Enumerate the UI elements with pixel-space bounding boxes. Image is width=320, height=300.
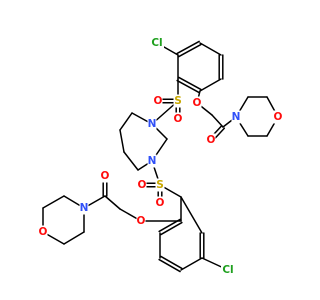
atom-label-background bbox=[150, 36, 164, 50]
atom-n_m2: N bbox=[79, 201, 89, 215]
bond-rb2-rb3-1 bbox=[160, 221, 183, 236]
atom-o_e2: O bbox=[136, 214, 146, 228]
atom-o_m2: O bbox=[38, 225, 48, 239]
atom-label-background bbox=[173, 112, 183, 126]
atom-label-n: N bbox=[80, 202, 89, 214]
atom-label-n: N bbox=[232, 111, 241, 123]
bond-mm3-mm4 bbox=[63, 231, 85, 245]
atom-o_s1a: O bbox=[153, 94, 163, 108]
bond-ra2-ra3-1 bbox=[178, 76, 202, 91]
atom-label-o: O bbox=[154, 95, 163, 107]
atom-s2: S bbox=[155, 178, 165, 192]
atom-label-background bbox=[38, 225, 48, 239]
atom-label-s: S bbox=[174, 95, 182, 107]
atom-label-o: O bbox=[174, 113, 183, 125]
bond-ra3-ra4 bbox=[199, 78, 222, 92]
atom-n_d1: N bbox=[147, 117, 157, 131]
atom-label-cl: Cl bbox=[151, 37, 162, 49]
atom-label-o: O bbox=[101, 170, 110, 182]
atom-o_e1: O bbox=[192, 96, 202, 110]
bond-dz1-dz2 bbox=[119, 112, 133, 131]
atom-label-o: O bbox=[137, 215, 146, 227]
atom-n_m1: N bbox=[231, 110, 241, 124]
atom-label-o: O bbox=[138, 179, 147, 191]
bond-ce1-cc1 bbox=[211, 114, 224, 128]
atom-label-o: O bbox=[207, 134, 216, 146]
atom-label-o: O bbox=[274, 111, 283, 123]
bond-dz2-dz3 bbox=[119, 129, 125, 153]
atom-label-background bbox=[79, 201, 89, 215]
atom-label-background bbox=[147, 117, 157, 131]
atom-label-o: O bbox=[193, 97, 202, 109]
bond-ra6-ra1-1 bbox=[178, 43, 202, 58]
bond-layer bbox=[42, 40, 279, 273]
atom-label-background bbox=[100, 169, 110, 183]
atom-label-s: S bbox=[156, 179, 164, 191]
atom-o_m1: O bbox=[273, 110, 283, 124]
atom-label-background bbox=[147, 154, 157, 168]
bond-rb5-rb6 bbox=[180, 257, 203, 271]
atom-label-background bbox=[273, 110, 283, 124]
atom-label-background bbox=[155, 196, 165, 210]
bond-rb4-rb5-2 bbox=[158, 258, 181, 273]
atom-label-background bbox=[206, 133, 216, 147]
atom-o_c1: O bbox=[206, 133, 216, 147]
atom-label-background bbox=[231, 110, 241, 124]
atom-label-background bbox=[155, 178, 165, 192]
atom-label-o: O bbox=[156, 197, 165, 209]
atom-label-background bbox=[153, 94, 163, 108]
bond-rb4-rb5-1 bbox=[160, 255, 183, 270]
atom-o_s1b: O bbox=[173, 112, 183, 126]
bond-dz3-dz4 bbox=[123, 151, 139, 171]
bond-mm1-mm2 bbox=[42, 195, 65, 209]
atom-cl1: Cl bbox=[150, 36, 164, 50]
atom-o_c2: O bbox=[100, 169, 110, 183]
atom-label-o: O bbox=[39, 226, 48, 238]
atom-label-cl: Cl bbox=[222, 264, 233, 276]
atom-o_s2b: O bbox=[155, 196, 165, 210]
bond-ra6-ra1-2 bbox=[176, 40, 200, 55]
atom-s1: S bbox=[173, 94, 183, 108]
atom-label-background bbox=[192, 96, 202, 110]
bond-ra5-ra6 bbox=[199, 42, 222, 56]
atom-label-background bbox=[221, 263, 235, 277]
atom-o_s2a: O bbox=[137, 178, 147, 192]
atom-label-background bbox=[137, 178, 147, 192]
bond-rb7-rb1 bbox=[180, 196, 203, 234]
atom-label-n: N bbox=[148, 155, 157, 167]
atom-label-n: N bbox=[148, 118, 157, 130]
bond-ce2-cc2 bbox=[104, 195, 121, 210]
atom-n_d2: N bbox=[147, 154, 157, 168]
atom-cl2: Cl bbox=[221, 263, 235, 277]
bond-ra2-ra3-2 bbox=[176, 79, 200, 94]
atom-label-background bbox=[136, 214, 146, 228]
atom-label-background bbox=[173, 94, 183, 108]
